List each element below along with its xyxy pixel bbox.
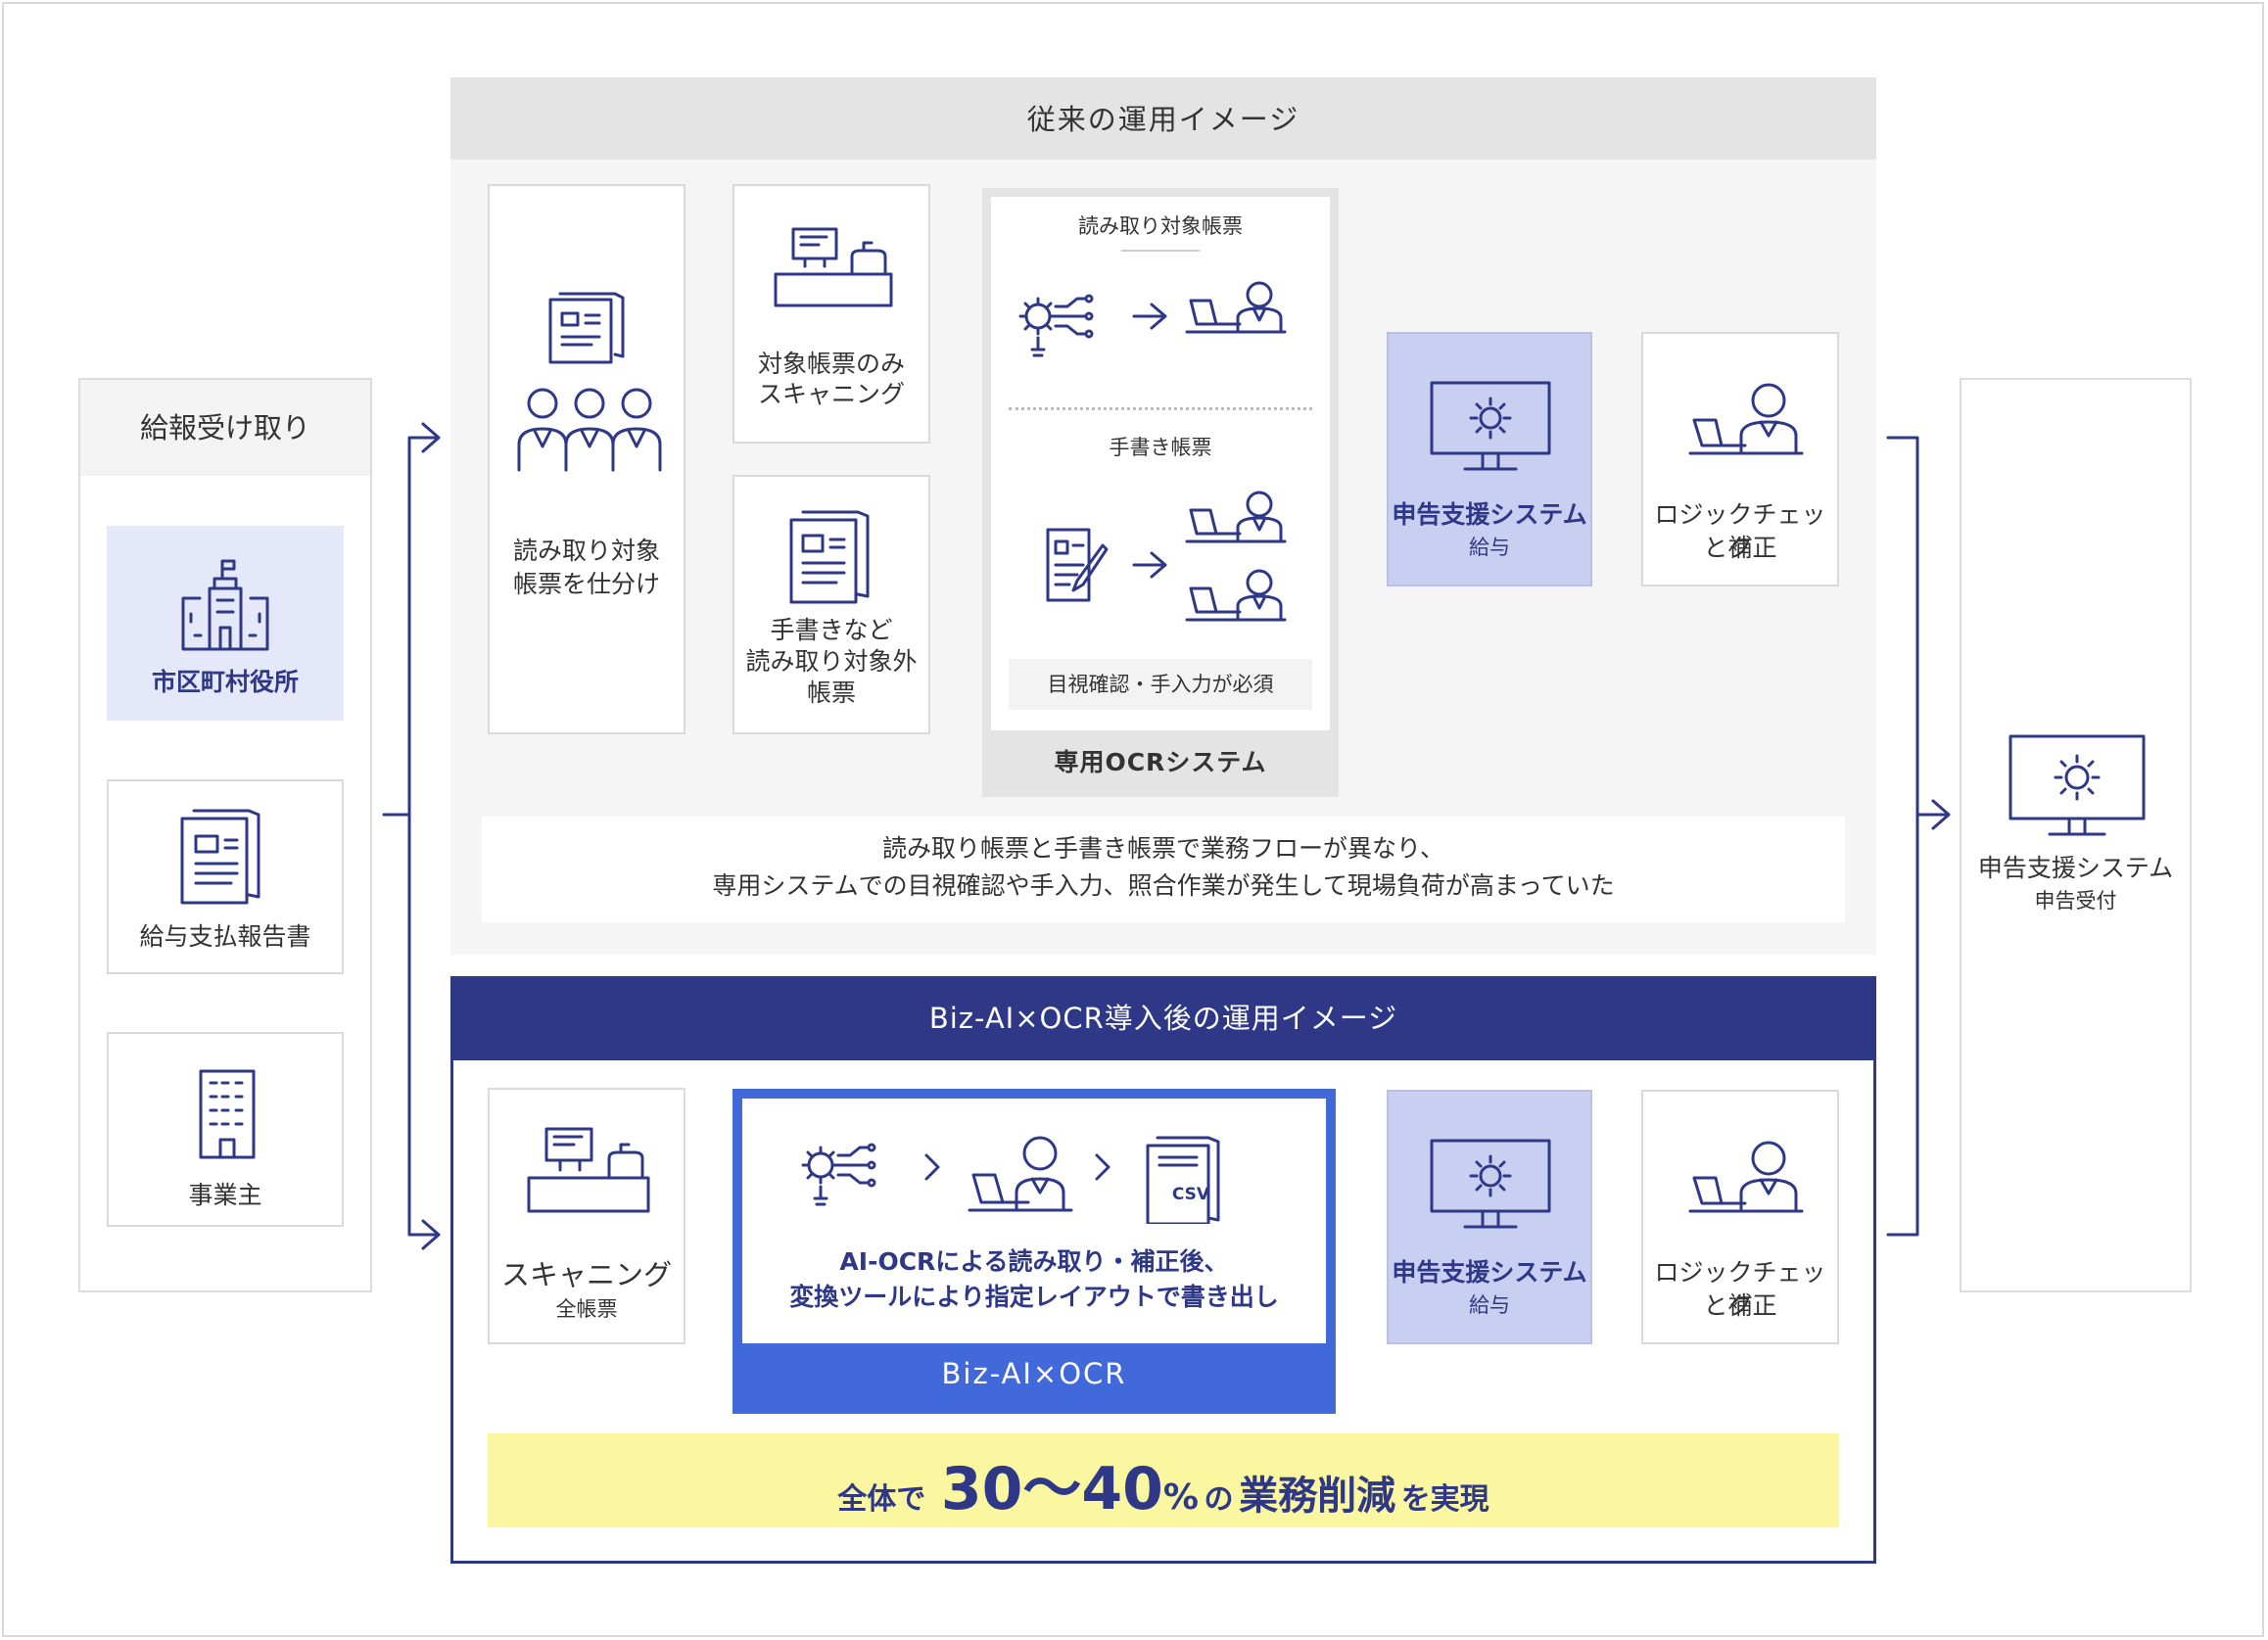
handwritten-flow-icons — [1046, 491, 1287, 622]
after-scan-sub: 全帳票 — [555, 1297, 618, 1321]
printed-flow-icons — [1018, 281, 1287, 357]
ocr-note-box: 目視確認・手入力が必須 — [1009, 659, 1312, 710]
final-monitor-gear-icon — [2008, 734, 2146, 836]
scan-target-line2: スキャニング — [757, 380, 905, 408]
conventional-header: 従来の運用イメージ — [450, 77, 1876, 160]
conventional-check-card: ロジックチェック と補正 — [1641, 332, 1839, 586]
bizai-flow-icons — [801, 1136, 1220, 1224]
printed-label: 読み取り対象帳票 — [1078, 214, 1243, 238]
result-number: 30〜40 — [940, 1455, 1163, 1523]
summary-line2: 専用システムでの目視確認や手入力、照合作業が発生して現場負荷が高まっていた — [712, 871, 1615, 900]
result-banner: 全体で 30〜40% の 業務削減 を実現 — [488, 1433, 1839, 1527]
scanner-icon — [774, 227, 893, 307]
bizai-line2: 変換ツールにより指定レイアウトで書き出し — [789, 1283, 1279, 1311]
sorting-people-icon — [517, 292, 662, 472]
office-building-icon — [199, 1069, 256, 1159]
result-keyword: 業務削減 — [1239, 1474, 1396, 1519]
scan-target-line1: 対象帳票のみ — [757, 350, 905, 378]
after-header: Biz-AI×OCR導入後の運用イメージ — [450, 976, 1876, 1060]
summary-line1: 読み取り帳票と手書き帳票で業務フローが異なり、 — [881, 834, 1444, 863]
right-panel: 申告支援システム 申告受付 — [1960, 378, 2192, 1292]
after-scan-title: スキャニング — [500, 1258, 672, 1291]
after-scan-card: スキャニング 全帳票 — [488, 1088, 685, 1344]
handwritten-label: 手書き帳票 — [1109, 436, 1212, 459]
after-person-laptop-icon — [1688, 1141, 1804, 1213]
result-text: 全体で 30〜40% の 業務削減 を実現 — [488, 1441, 1839, 1526]
result-unit: % — [1162, 1477, 1199, 1518]
report-card: 給与支払報告書 — [107, 779, 344, 974]
non-target-line1: 手書きなど — [770, 616, 893, 644]
city-hall-card: 市区町村役所 — [107, 526, 344, 721]
final-system-title: 申告支援システム — [1977, 854, 2174, 882]
left-panel-title: 給報受け取り — [139, 411, 310, 445]
final-system-sub: 申告受付 — [2034, 889, 2117, 913]
conventional-system-sub: 給与 — [1469, 536, 1510, 559]
monitor-gear-icon — [1430, 381, 1551, 471]
csv-label: CSV — [1171, 1185, 1210, 1204]
documents-icon — [180, 809, 260, 905]
printed-underline — [1121, 250, 1200, 252]
person-laptop-icon — [1688, 383, 1804, 455]
after-check-line2: と補正 — [1703, 1291, 1777, 1320]
after-scanner-icon — [527, 1127, 650, 1213]
bizai-line1: AI-OCRによる読み取り・補正後、 — [839, 1247, 1229, 1276]
result-suffix: を実現 — [1400, 1482, 1489, 1517]
arrow-to-final-system — [1886, 436, 1951, 1237]
ocr-title-area: 専用OCRシステム — [982, 740, 1339, 789]
dedicated-ocr-inner: 読み取り対象帳票 手書き帳票 目視確認・手入力が必須 — [991, 197, 1330, 730]
report-label: 給与支払報告書 — [139, 922, 311, 951]
bizai-label-area: Biz-AI×OCR — [732, 1351, 1336, 1406]
left-panel-header: 給報受け取り — [80, 380, 370, 476]
employer-card: 事業主 — [107, 1032, 344, 1227]
conventional-title: 従来の運用イメージ — [1026, 103, 1300, 136]
after-check-card: ロジックチェック と補正 — [1641, 1090, 1839, 1344]
scan-target-card: 対象帳票のみ スキャニング — [732, 184, 930, 444]
ocr-title: 専用OCRシステム — [1054, 748, 1267, 776]
conventional-system-card: 申告支援システム 給与 — [1387, 332, 1592, 586]
city-hall-icon — [181, 559, 269, 651]
arrow-to-conventional — [382, 422, 441, 817]
after-system-title: 申告支援システム — [1392, 1258, 1587, 1287]
after-check-line1: ロジックチェック — [1654, 1258, 1826, 1320]
ocr-divider — [1009, 407, 1312, 410]
after-monitor-gear-icon — [1430, 1139, 1551, 1229]
non-target-line2: 読み取り対象外 — [745, 647, 918, 676]
conventional-check-line1: ロジックチェック — [1654, 500, 1826, 562]
non-target-documents-icon — [789, 510, 870, 604]
after-system-sub: 給与 — [1469, 1293, 1510, 1317]
after-title: Biz-AI×OCR導入後の運用イメージ — [928, 1002, 1398, 1035]
arrow-to-after — [407, 813, 441, 1250]
non-target-card: 手書きなど 読み取り対象外 帳票 — [732, 475, 930, 734]
sort-card: 読み取り対象 帳票を仕分け — [488, 184, 685, 734]
after-system-card: 申告支援システム 給与 — [1387, 1090, 1592, 1344]
employer-label: 事業主 — [188, 1181, 262, 1209]
conventional-system-title: 申告支援システム — [1392, 500, 1587, 529]
bizai-label: Biz-AI×OCR — [941, 1357, 1127, 1390]
result-prefix: 全体で — [837, 1482, 926, 1517]
non-target-line3: 帳票 — [806, 679, 856, 707]
result-mid: の — [1204, 1482, 1234, 1517]
sort-line1: 読み取り対象 — [512, 537, 660, 565]
sort-line2: 帳票を仕分け — [512, 570, 660, 598]
conventional-summary-box: 読み取り帳票と手書き帳票で業務フローが異なり、 専用システムでの目視確認や手入力… — [482, 817, 1845, 922]
city-hall-label: 市区町村役所 — [151, 668, 299, 696]
conventional-check-line2: と補正 — [1703, 534, 1777, 562]
ocr-note: 目視確認・手入力が必須 — [1047, 673, 1274, 696]
bizai-inner: CSV AI-OCRによる読み取り・補正後、 変換ツールにより指定レイアウトで書… — [742, 1099, 1326, 1343]
